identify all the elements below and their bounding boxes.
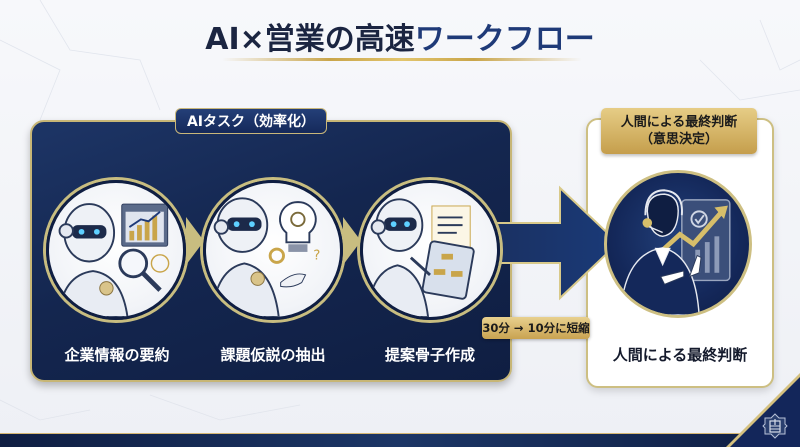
- robot-lightbulb-gear-icon: ?: [210, 197, 320, 317]
- page-title: AI×営業の高速ワークフロー: [0, 14, 800, 58]
- human-label-line2: （意思決定）: [639, 132, 718, 147]
- chevron-right-icon: [343, 217, 361, 265]
- human-illustration: [604, 170, 752, 318]
- title-underline: [222, 58, 582, 61]
- human-step-label: 人間による最終判断: [612, 346, 748, 364]
- title-accent: ワークフロー: [414, 22, 595, 57]
- step-3-illustration: [360, 180, 500, 320]
- step-2-illustration: ?: [203, 180, 343, 320]
- svg-text:?: ?: [313, 249, 320, 264]
- ai-task-panel-label: AIタスク（効率化）: [175, 108, 327, 134]
- human-label-line1: 人間による最終判断: [620, 115, 738, 130]
- person-headset-chart-icon: [619, 189, 731, 315]
- corner-accent-navy: [730, 377, 800, 447]
- title-prefix: AI×営業の高速: [205, 22, 415, 57]
- human-decision-panel-label: 人間による最終判断 （意思決定）: [601, 108, 757, 154]
- step-1-illustration: [46, 180, 186, 320]
- robot-magnifier-chart-icon: [57, 203, 170, 317]
- chevron-right-icon: [186, 217, 204, 265]
- robot-tablet-document-icon: [365, 198, 475, 317]
- footer-band: [0, 433, 800, 447]
- time-reduction-badge: 30分 → 10分に短縮: [482, 317, 590, 339]
- step-3-label: 提案骨子作成: [384, 346, 475, 364]
- step-2-label: 課題仮説の抽出: [220, 346, 326, 364]
- emblem-logo-icon: [762, 413, 788, 439]
- step-1-label: 企業情報の要約: [64, 346, 170, 364]
